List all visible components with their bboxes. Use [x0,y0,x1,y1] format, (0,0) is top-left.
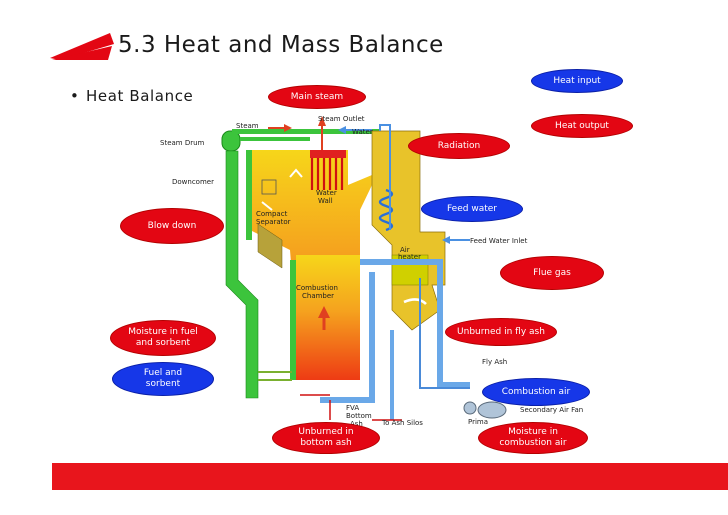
callout-heat-output: Heat output [531,114,633,138]
secondary-air-duct [360,259,470,388]
steam-arrowhead [284,124,292,132]
callout-blow-down: Blow down [120,208,224,244]
water-wall-lower [290,260,296,380]
compact-separator [261,179,277,195]
label-compact-2: Separator [256,218,291,226]
callout-main-steam: Main steam [268,85,366,109]
label-steam: Steam [236,122,259,130]
label-primary: Prima [468,418,488,426]
callout-unburned-bottom-ash: Unburned in bottom ash [272,422,380,454]
steam-outlet-arrowhead [318,116,326,126]
primary-air-fan [463,401,477,415]
label-downcomer: Downcomer [172,178,214,186]
label-steam-drum: Steam Drum [160,139,205,147]
separator-hopper [257,223,283,269]
callout-combustion-air: Combustion air [482,378,590,406]
label-fva: FVA [346,404,359,412]
water-wall-header [310,150,346,158]
separator-arrow [289,168,303,178]
downcomer-pipe [225,150,259,399]
callout-radiation: Radiation [408,133,510,159]
callout-fuel-sorbent: Fuel and sorbent [112,362,214,396]
callout-moisture-fuel-line2: and sorbent [135,338,191,348]
steam-pipe-top [232,129,380,134]
label-water: Water [352,128,373,136]
label-bottom: Bottom [346,412,372,420]
primary-air-duct [320,272,375,403]
label-water-wall-2: Wall [318,197,333,205]
label-feed-water-inlet: Feed Water Inlet [470,237,528,245]
callout-fuel-line1: Fuel and [143,368,183,378]
logo-swoosh [50,33,114,60]
callout-feed-water: Feed water [421,196,523,222]
label-steam-outlet: Steam Outlet [318,115,365,123]
secondary-air-fan [477,401,507,419]
bullet-marker: • [70,87,79,105]
label-compact-1: Compact [256,210,288,218]
callout-moisture-combustion-air: Moisture in combustion air [478,422,588,454]
water-wall-coil [310,158,344,190]
callout-fuel-line2: sorbent [145,379,181,389]
label-secondary-air-fan: Secondary Air Fan [520,406,583,414]
callout-unburned-fly-ash: Unburned in fly ash [445,318,557,346]
economizer-coil [378,188,394,232]
callout-flue-gas: Flue gas [500,256,604,290]
footer-bar [52,463,728,490]
label-fly-ash: Fly Ash [482,358,507,366]
callout-moisture-fuel: Moisture in fuel and sorbent [110,320,216,356]
chamber-up-arrow [318,306,330,318]
slide-title: 5.3 Heat and Mass Balance [118,32,444,58]
bullet-heat-balance: Heat Balance [86,87,194,105]
water-wall-left [246,150,252,240]
label-air-heater-1: Air [400,246,410,254]
callout-moisture-air-line1: Moisture in [508,427,558,437]
separator-arrow-2 [261,201,273,211]
label-combustion-1: Combustion [296,284,338,292]
callout-moisture-air-line2: combustion air [499,438,567,448]
label-water-wall-1: Water [316,189,337,197]
callout-unburned-bottom-line2: bottom ash [300,438,352,448]
feed-water-line [379,124,391,230]
water-arrowhead [338,126,346,134]
label-to-ash-silos: To Ash Silos [381,419,423,427]
label-combustion-2: Chamber [302,292,334,300]
flue-flow-arrow [403,298,427,305]
callout-unburned-bottom-line1: Unburned in [298,427,354,437]
callout-moisture-fuel-line1: Moisture in fuel [128,327,198,337]
feed-inlet-arrowhead [442,236,450,244]
callout-heat-input: Heat input [531,69,623,93]
logo-swoosh-lower [52,46,112,60]
air-duct-inner [419,278,470,389]
steam-pipe-inner [240,137,310,141]
label-air-heater-2: heater [398,253,421,261]
